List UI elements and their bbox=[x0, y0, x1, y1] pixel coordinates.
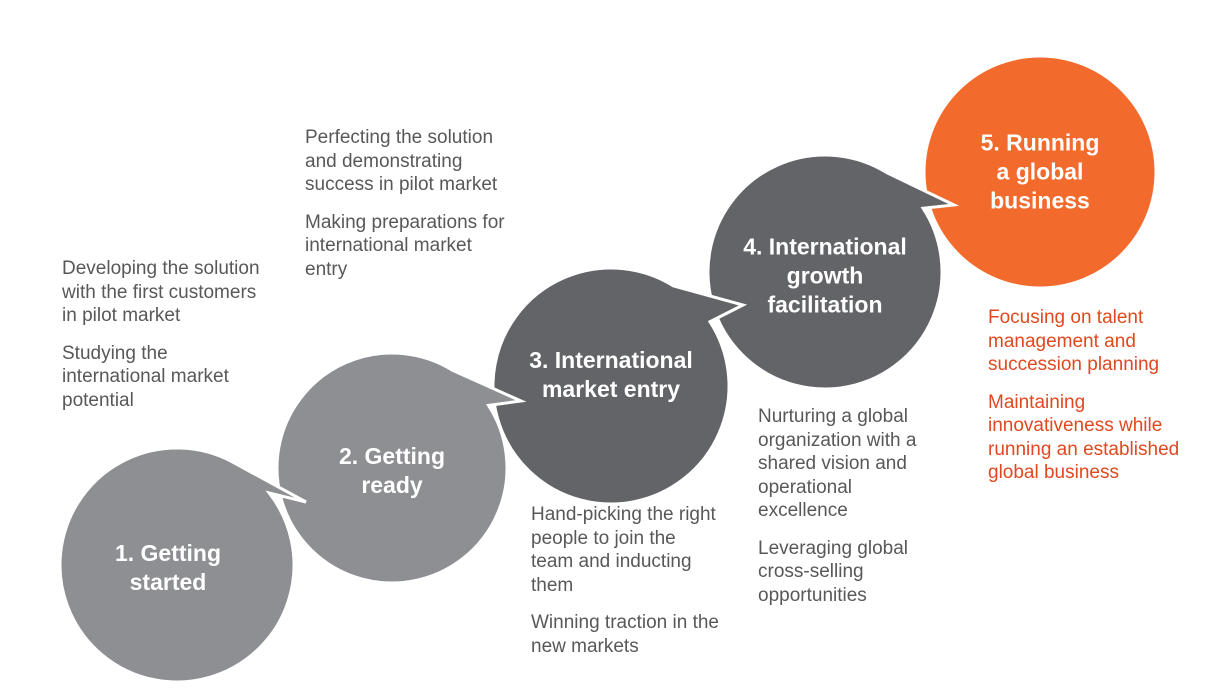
stage-2-description: Perfecting the solution and demonstratin… bbox=[305, 127, 505, 280]
stage-5-description: Focusing on talent management and succes… bbox=[988, 307, 1180, 483]
stage-4-description: Nurturing a global organization with a s… bbox=[758, 406, 917, 606]
stage-5-bubble bbox=[922, 54, 1158, 290]
stage-4-bubble bbox=[706, 153, 960, 391]
stage-3-description: Hand-picking the right people to join th… bbox=[531, 504, 719, 657]
stage-2-bubble bbox=[275, 351, 527, 585]
stage-1-bubble bbox=[58, 446, 307, 684]
stage-1-description: Developing the solution with the first c… bbox=[62, 258, 260, 411]
stage-3-bubble bbox=[491, 266, 748, 506]
